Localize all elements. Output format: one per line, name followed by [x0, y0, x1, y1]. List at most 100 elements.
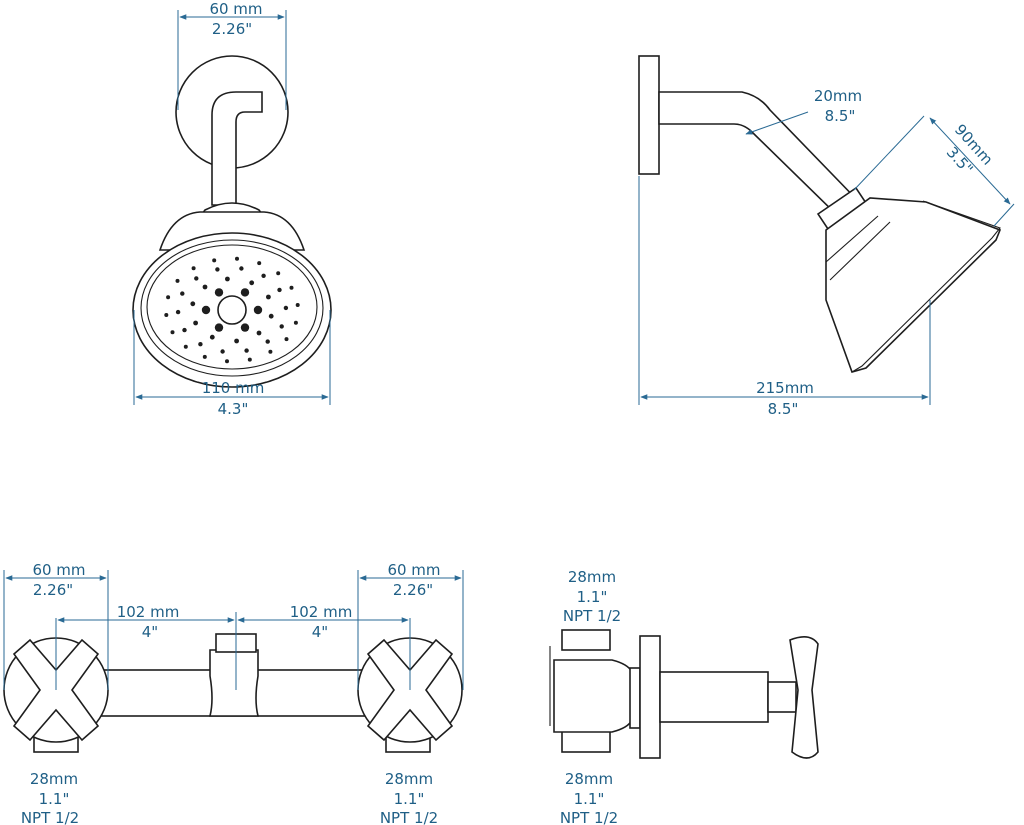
side-handle — [789, 636, 819, 759]
spray-nozzle — [190, 301, 196, 307]
spray-nozzle — [214, 323, 224, 332]
dim-text-in: 2.26" — [33, 581, 73, 599]
spray-nozzle — [220, 349, 225, 354]
dimension-right-flange: 60 mm 2.26" — [357, 561, 464, 690]
dimension-arm-diameter: 20mm 8.5" — [745, 87, 862, 135]
spray-nozzle — [170, 330, 175, 335]
dim-text-in: 2.26" — [393, 581, 433, 599]
spray-nozzle — [240, 288, 250, 297]
spray-nozzle — [240, 323, 250, 332]
spray-nozzle — [277, 287, 282, 293]
dim-text-in: 4" — [312, 623, 328, 641]
showerhead-front-view — [132, 55, 332, 388]
dim-text-in: 4" — [142, 623, 158, 641]
dimension-left-flange: 60 mm 2.26" — [3, 561, 109, 690]
spray-nozzle — [182, 327, 187, 333]
head-inner-rim — [140, 239, 324, 377]
dim-text-thread: NPT 1/2 — [563, 607, 621, 625]
dimension-projection: 215mm 8.5" — [638, 176, 931, 418]
side-stem-sleeve — [659, 671, 769, 723]
spray-nozzle — [276, 271, 281, 276]
dim-text-mm: 28mm — [385, 770, 433, 788]
dim-text-in: 1.1" — [577, 588, 608, 606]
spray-nozzle — [214, 288, 224, 297]
spray-nozzle — [183, 344, 188, 349]
valve-side-view — [549, 629, 819, 759]
spray-nozzle — [198, 342, 203, 347]
spray-nozzle — [239, 266, 244, 271]
spray-nozzles — [164, 256, 300, 364]
spray-nozzle — [268, 313, 274, 319]
label-left-inlet: 28mm 1.1" NPT 1/2 — [21, 770, 79, 825]
side-stem — [767, 681, 797, 713]
outlet-boss — [208, 649, 260, 717]
dimension-right-spacing: 102 mm 4" — [237, 603, 411, 690]
label-side-bottom: 28mm 1.1" NPT 1/2 — [560, 770, 618, 825]
spray-nozzle — [244, 348, 249, 353]
dim-text-thread: NPT 1/2 — [560, 809, 618, 825]
spray-nozzle — [164, 313, 169, 317]
dimension-flange-width: 60 mm 2.26" — [177, 0, 287, 110]
spray-nozzle — [175, 278, 180, 283]
label-side-top: 28mm 1.1" NPT 1/2 — [563, 568, 621, 625]
spray-nozzle — [247, 357, 252, 362]
spray-nozzle — [225, 276, 230, 282]
showerhead-side-view — [638, 55, 1002, 373]
dim-text-in: 1.1" — [394, 790, 425, 808]
dimension-left-spacing: 102 mm 4" — [55, 603, 237, 690]
dim-text-in: 1.1" — [574, 790, 605, 808]
spray-nozzle — [194, 276, 199, 281]
dim-text-thread: NPT 1/2 — [21, 809, 79, 825]
spray-nozzle — [295, 303, 300, 307]
spray-nozzle — [175, 309, 181, 315]
spray-nozzle — [283, 305, 289, 311]
dim-text-mm: 110 mm — [202, 379, 265, 397]
spray-nozzle — [289, 285, 294, 290]
dim-text-mm: 28mm — [568, 568, 616, 586]
dim-text-in: 1.1" — [39, 790, 70, 808]
side-head-body — [825, 197, 1002, 373]
spray-nozzle — [202, 284, 208, 290]
dim-text-mm: 102 mm — [290, 603, 353, 621]
spray-nozzle — [234, 338, 240, 344]
dim-text-mm: 215mm — [756, 379, 814, 397]
spray-nozzle — [257, 261, 262, 266]
spray-nozzle — [209, 334, 215, 340]
spray-nozzle — [166, 295, 171, 300]
spray-nozzle — [249, 280, 255, 286]
spray-nozzle — [266, 294, 271, 300]
spray-nozzle — [253, 305, 263, 315]
spray-nozzle — [256, 330, 262, 336]
dim-text-mm: 20mm — [814, 87, 862, 105]
dim-text-thread: NPT 1/2 — [380, 809, 438, 825]
spray-nozzle — [215, 267, 220, 272]
side-head-face — [851, 200, 1001, 373]
spray-face — [146, 244, 318, 370]
spray-nozzle — [293, 320, 298, 325]
spray-nozzle — [284, 337, 289, 342]
shower-arm — [211, 91, 263, 206]
spray-nozzle — [201, 305, 211, 315]
spray-nozzle — [180, 291, 185, 296]
spray-nozzle — [193, 320, 199, 326]
dim-text-mm: 102 mm — [117, 603, 180, 621]
spray-nozzle — [212, 258, 217, 263]
spray-nozzle — [279, 324, 284, 329]
dim-text-mm: 60 mm — [32, 561, 85, 579]
dim-text-in: 8.5" — [825, 107, 856, 125]
spray-nozzle — [235, 256, 239, 261]
spray-nozzle — [202, 354, 207, 359]
dim-text-in: 4.3" — [218, 400, 249, 418]
dim-text-mm: 60 mm — [387, 561, 440, 579]
spray-nozzle — [261, 273, 266, 278]
dimension-head-diameter: 110 mm 4.3" — [133, 310, 331, 418]
dim-text-in: 8.5" — [768, 400, 799, 418]
side-thread — [629, 667, 641, 729]
dim-text-mm: 28mm — [30, 770, 78, 788]
dim-text-mm: 60 mm — [209, 0, 262, 18]
side-bottom-inlet — [561, 729, 611, 753]
side-wall-flange — [638, 55, 660, 175]
spray-nozzle — [191, 266, 196, 271]
